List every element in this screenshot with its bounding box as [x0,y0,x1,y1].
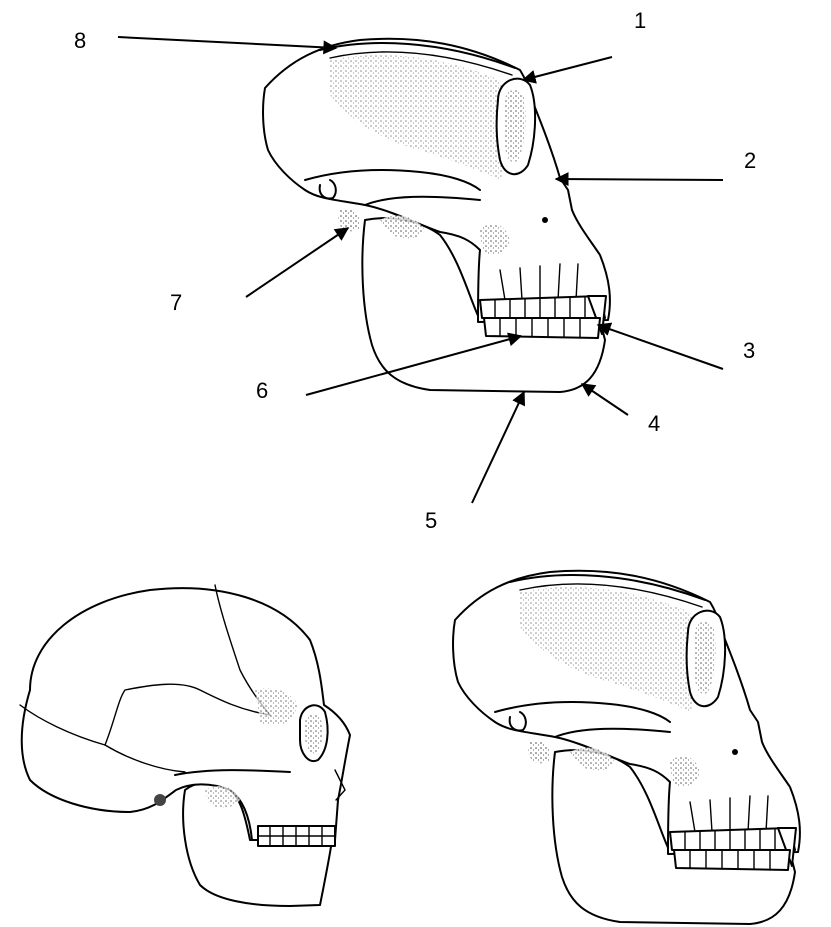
labeled-ape-skull [263,39,610,392]
label-8: 8 [74,28,86,53]
arrow-5 [472,392,524,503]
ape-skull-comparison [453,571,800,924]
human-skull [20,585,350,906]
label-4: 4 [648,411,660,436]
arrow-1 [523,57,612,80]
label-1: 1 [634,8,646,33]
arrow-4 [582,384,628,415]
label-5: 5 [425,508,437,533]
arrow-3 [598,325,723,369]
label-6: 6 [256,378,268,403]
label-2: 2 [744,148,756,173]
label-3: 3 [743,338,755,363]
arrow-8 [118,37,336,48]
arrow-7 [246,228,348,297]
label-7: 7 [170,290,182,315]
arrow-2 [556,179,723,180]
